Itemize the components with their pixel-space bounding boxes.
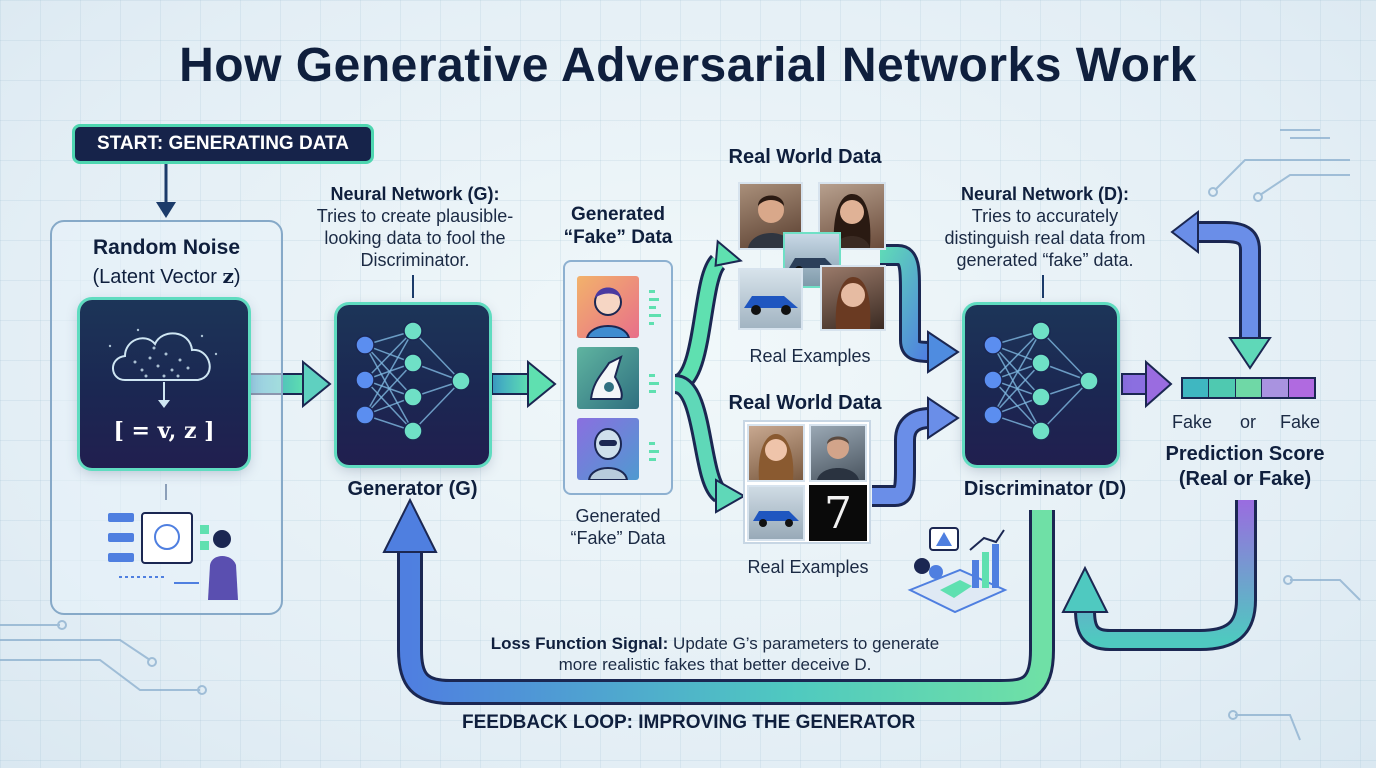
loss-function-caption: Loss Function Signal: Update G’s paramet… <box>490 634 940 674</box>
real-woman-photo-3 <box>747 424 805 482</box>
cloud-icon <box>108 328 218 408</box>
prediction-score-bar <box>1181 377 1316 399</box>
discriminator-caption: Neural Network (D):Tries to accurately d… <box>944 184 1146 270</box>
network-node <box>355 405 375 425</box>
generator-to-fake-arrow <box>491 359 557 409</box>
network-node <box>983 405 1003 425</box>
real-woman-photo-2 <box>820 265 886 331</box>
fake-fork-arrows <box>672 239 747 514</box>
real-examples-bottom-label: Real Examples <box>747 557 869 577</box>
discriminator-label: Discriminator (D) <box>963 478 1127 500</box>
discriminator-network-icon <box>983 321 1099 441</box>
fake-face-image <box>577 276 639 338</box>
fake-robot-image <box>577 418 639 480</box>
discriminator-card <box>965 305 1117 465</box>
fake-sculpture-image <box>577 347 639 409</box>
network-node <box>983 335 1003 355</box>
network-node <box>1031 421 1051 441</box>
real-woman-photo <box>818 182 886 250</box>
generated-fake-bottom-label: Generated “Fake” Data <box>570 506 666 548</box>
score-right-label: Fake <box>1280 412 1321 432</box>
real-blue-car-photo <box>738 268 803 330</box>
random-noise-title: Random Noise <box>92 236 241 259</box>
network-node <box>1031 353 1051 373</box>
prediction-score-subtitle: (Real or Fake) <box>1178 468 1312 490</box>
score-left-label: Fake <box>1172 412 1213 432</box>
generator-caption: Neural Network (G):Tries to create plaus… <box>316 184 514 270</box>
latent-formula: [ = v, z ] <box>113 418 215 444</box>
network-node <box>1031 387 1051 407</box>
digit-text: 7 <box>824 487 852 539</box>
network-node <box>451 371 471 391</box>
generated-fake-top-label: Generated “Fake” Data <box>563 204 673 248</box>
random-noise-subtitle: (Latent Vector z) <box>92 264 241 288</box>
feedback-loop-arrow <box>382 497 1055 705</box>
real-world-data-top-title: Real World Data <box>728 146 882 168</box>
network-node <box>983 370 1003 390</box>
score-segment <box>1287 379 1315 397</box>
feedback-loop-label: FEEDBACK LOOP: IMPROVING THE GENERATOR <box>462 712 916 733</box>
circuit-decoration <box>0 129 1361 741</box>
network-node <box>403 353 423 373</box>
network-node <box>1079 371 1099 391</box>
generator-label: Generator (G) <box>347 478 478 500</box>
prediction-score-title: Prediction Score <box>1165 443 1325 465</box>
score-to-discriminator-return-arrow <box>1061 500 1257 651</box>
real-man-photo-2 <box>809 424 867 482</box>
analytics-illustration-icon <box>907 527 1008 614</box>
real-examples-top-label: Real Examples <box>749 346 871 366</box>
start-down-arrow <box>156 164 176 218</box>
noise-card <box>80 300 248 468</box>
start-badge: START: GENERATING DATA <box>72 124 374 164</box>
real-digit-image: 7 <box>809 485 867 541</box>
score-segment <box>1208 379 1235 397</box>
real-top-to-discriminator-arrow <box>880 244 960 374</box>
person-at-computer-icon <box>108 512 238 600</box>
generator-card <box>337 305 489 465</box>
score-mid-label: or <box>1240 412 1257 432</box>
network-node <box>403 321 423 341</box>
generator-network-icon <box>355 321 471 441</box>
page-title: How Generative Adversarial Networks Work <box>179 39 1197 92</box>
fake-data-bars-icon <box>649 290 661 461</box>
discriminator-to-score-arrow <box>1121 359 1173 409</box>
network-node <box>403 421 423 441</box>
score-segment <box>1234 379 1262 397</box>
score-segment <box>1183 379 1209 397</box>
score-to-discriminator-bend-arrow <box>1170 209 1272 370</box>
network-node <box>355 335 375 355</box>
real-blue-car-photo-2 <box>747 485 805 541</box>
real-bottom-to-discriminator-arrow <box>872 396 960 507</box>
network-node <box>1031 321 1051 341</box>
real-world-data-bottom-title: Real World Data <box>728 392 882 414</box>
generated-fake-panel <box>563 260 673 495</box>
network-node <box>355 370 375 390</box>
score-segment <box>1261 379 1288 397</box>
network-node <box>403 387 423 407</box>
